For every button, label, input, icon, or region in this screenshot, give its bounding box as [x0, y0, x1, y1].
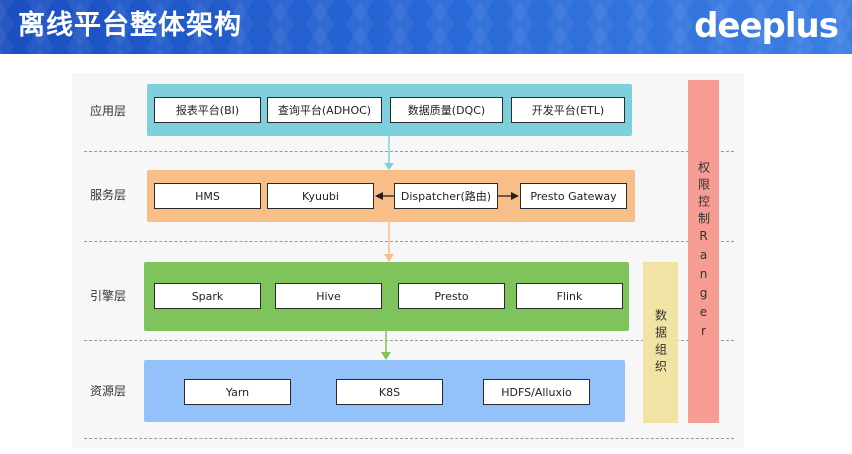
resource-item-hdfs-alluxio: HDFS/Alluxio	[483, 379, 590, 405]
resource-item-k8s: K8S	[336, 379, 443, 405]
engine-item-spark: Spark	[154, 283, 261, 309]
engine-item-presto: Presto	[398, 283, 505, 309]
permission-bar: 权限控制Ranger	[688, 80, 719, 423]
service-item-hms: HMS	[154, 183, 261, 209]
app-item-bi: 报表平台(BI)	[154, 97, 261, 123]
permission-label: 权限控制Ranger	[696, 160, 711, 343]
app-item-etl: 开发平台(ETL)	[511, 97, 625, 123]
service-item-kyuubi: Kyuubi	[267, 183, 374, 209]
separator-bottom	[84, 438, 734, 439]
header-pattern	[0, 0, 852, 54]
resource-item-yarn: Yarn	[184, 379, 291, 405]
separator-service-engine	[84, 241, 734, 242]
layer-label-engine: 引擎层	[89, 289, 126, 303]
separator-app-service	[84, 151, 734, 152]
brand-logo: deeplus	[694, 6, 839, 46]
app-item-adhoc: 查询平台(ADHOC)	[267, 97, 382, 123]
engine-item-hive: Hive	[275, 283, 382, 309]
layer-label-service: 服务层	[89, 188, 126, 202]
data-org-label: 数据组织	[653, 308, 668, 377]
data-org-bar: 数据组织	[643, 262, 678, 423]
header-banner: 离线平台整体架构 deeplus	[0, 0, 852, 54]
layer-label-resource: 资源层	[89, 384, 126, 398]
app-item-dqc: 数据质量(DQC)	[390, 97, 503, 123]
service-item-dispatcher: Dispatcher(路由)	[394, 183, 498, 209]
separator-engine-resource	[84, 340, 734, 341]
engine-item-flink: Flink	[516, 283, 623, 309]
service-item-presto-gateway: Presto Gateway	[520, 183, 627, 209]
layer-label-app: 应用层	[89, 104, 126, 118]
slide-title: 离线平台整体架构	[18, 10, 242, 41]
